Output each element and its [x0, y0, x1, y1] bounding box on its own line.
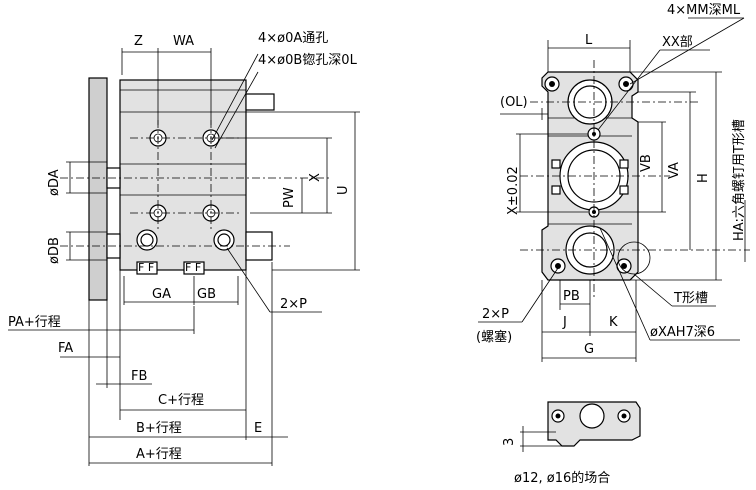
- dim-fb: FB: [131, 369, 147, 384]
- dim-h: H: [696, 173, 711, 183]
- dim-c: C+行程: [158, 393, 204, 408]
- port-icon: [213, 229, 235, 251]
- upper-rod: [245, 93, 275, 111]
- dim-3: 3: [502, 438, 517, 446]
- dim-l: L: [585, 33, 593, 48]
- svg-text:F F: F F: [185, 261, 201, 274]
- dim-a: A+行程: [136, 447, 182, 462]
- front-view: F F F F Z WA 4×ø0A通孔 4×ø0B锪孔深0L: [8, 31, 360, 466]
- dim-pb: PB: [563, 289, 580, 304]
- callout-port: 2×P: [280, 297, 307, 312]
- callout-tslot: T形槽: [673, 291, 708, 306]
- svg-text:F F: F F: [138, 261, 154, 274]
- callout-hole-a: 4×ø0A通孔: [258, 31, 328, 46]
- dim-e: E: [254, 421, 262, 436]
- dim-x: X: [308, 173, 323, 182]
- callout-xah: øXAH7深6: [650, 325, 715, 340]
- dim-g: G: [584, 342, 594, 357]
- dim-wa: WA: [173, 34, 194, 49]
- callout-plug: (螺塞): [476, 329, 512, 345]
- port-icon: [136, 229, 158, 251]
- detail-note: ø12, ø16的场合: [514, 470, 610, 486]
- dim-ga: GA: [152, 287, 171, 302]
- dim-vb: VB: [639, 154, 654, 172]
- callout-port-side: 2×P: [482, 307, 509, 322]
- callout-mm: 4×MM深ML: [667, 3, 741, 18]
- dim-da: øDA: [47, 169, 62, 196]
- end-plate: [88, 77, 108, 301]
- dim-k: K: [609, 315, 618, 330]
- dim-db: øDB: [47, 237, 62, 264]
- dim-pw: PW: [282, 187, 297, 208]
- dim-fa: FA: [58, 341, 73, 356]
- side-view: L 4×MM深ML XX部 (OL) X±0.02 VB VA H HA:六角螺…: [476, 3, 750, 486]
- dim-u: U: [336, 185, 351, 195]
- dim-pa: PA+行程: [8, 315, 61, 330]
- dim-ha: HA:六角螺钉用T形槽: [732, 119, 747, 241]
- dim-x-tol: X±0.02: [506, 166, 521, 215]
- dim-z: Z: [134, 34, 143, 49]
- callout-xx: XX部: [662, 35, 693, 50]
- dim-ol: (OL): [500, 95, 528, 110]
- dim-va: VA: [667, 162, 682, 179]
- callout-hole-b: 4×ø0B锪孔深0L: [258, 52, 358, 68]
- dim-j: J: [562, 315, 567, 330]
- dim-b: B+行程: [136, 421, 182, 436]
- dim-gb: GB: [197, 287, 216, 302]
